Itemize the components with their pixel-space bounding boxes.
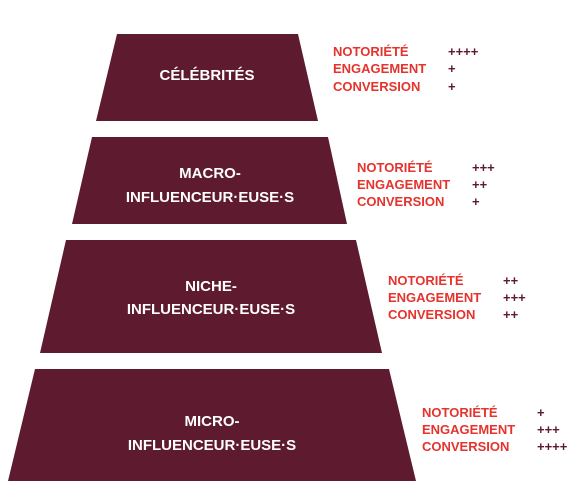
metric-label-engagement: ENGAGEMENT (357, 177, 450, 192)
tier-shape-celebrities (96, 34, 318, 121)
tier-label-niche-line1: NICHE- (185, 278, 237, 295)
tier-shape-macro-influencers (72, 137, 347, 224)
metric-rating-engagement: +++ (503, 290, 526, 305)
tier-shape-niche-influencers (40, 240, 382, 353)
metric-label-conversion: CONVERSION (357, 194, 444, 209)
metric-rating-conversion: ++++ (537, 439, 568, 454)
metric-label-engagement: ENGAGEMENT (388, 290, 481, 305)
metric-rating-engagement: + (448, 61, 456, 76)
tier-micro-influencers: MICRO- INFLUENCEUR·EUSE·S (8, 369, 416, 481)
metric-rating-conversion: + (472, 194, 480, 209)
tier-niche-influencers: NICHE- INFLUENCEUR·EUSE·S (40, 240, 382, 353)
metric-rating-engagement: +++ (537, 422, 560, 437)
tier-label-micro-line1: MICRO- (185, 413, 240, 430)
metric-rating-notoriety: ++ (503, 273, 519, 288)
metric-rating-notoriety: +++ (472, 160, 495, 175)
metric-rating-engagement: ++ (472, 177, 488, 192)
metric-label-conversion: CONVERSION (388, 307, 475, 322)
metric-label-engagement: ENGAGEMENT (422, 422, 515, 437)
metrics-micro-influencers: NOTORIÉTÉ + ENGAGEMENT +++ CONVERSION ++… (422, 405, 568, 454)
metric-label-notoriety: NOTORIÉTÉ (388, 273, 464, 288)
tier-celebrities: CÉLÉBRITÉS (96, 34, 318, 121)
metric-label-notoriety: NOTORIÉTÉ (357, 160, 433, 175)
metric-label-notoriety: NOTORIÉTÉ (333, 44, 409, 59)
metric-label-notoriety: NOTORIÉTÉ (422, 405, 498, 420)
tier-label-celebrities: CÉLÉBRITÉS (159, 67, 254, 84)
metrics-macro-influencers: NOTORIÉTÉ +++ ENGAGEMENT ++ CONVERSION + (357, 160, 495, 209)
tier-label-macro-line2: INFLUENCEUR·EUSE·S (126, 189, 294, 206)
metrics-niche-influencers: NOTORIÉTÉ ++ ENGAGEMENT +++ CONVERSION +… (388, 273, 526, 322)
tier-shape-micro-influencers (8, 369, 416, 481)
metric-rating-conversion: + (448, 79, 456, 94)
metric-label-engagement: ENGAGEMENT (333, 61, 426, 76)
metric-label-conversion: CONVERSION (333, 79, 420, 94)
metric-rating-conversion: ++ (503, 307, 519, 322)
tier-label-micro-line2: INFLUENCEUR·EUSE·S (128, 437, 296, 454)
tier-label-niche-line2: INFLUENCEUR·EUSE·S (127, 301, 295, 318)
metric-label-conversion: CONVERSION (422, 439, 509, 454)
metrics-celebrities: NOTORIÉTÉ ++++ ENGAGEMENT + CONVERSION + (333, 44, 479, 94)
metric-rating-notoriety: ++++ (448, 44, 479, 59)
tier-label-macro-line1: MACRO- (179, 165, 241, 182)
metric-rating-notoriety: + (537, 405, 545, 420)
tier-macro-influencers: MACRO- INFLUENCEUR·EUSE·S (72, 137, 347, 224)
